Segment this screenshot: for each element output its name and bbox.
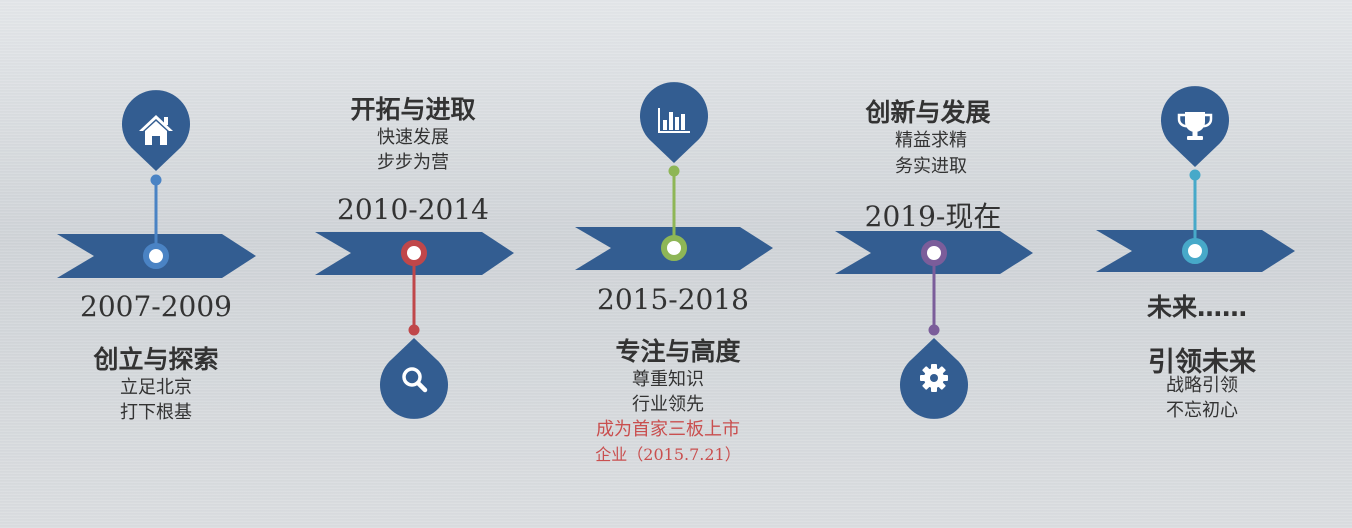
milestone-4-year: 2019-现在	[864, 200, 1002, 233]
milestone-3-line-1: 尊重知识	[632, 369, 704, 390]
milestone-1-title: 创立与探索	[93, 345, 219, 374]
milestone-3-highlight-line-2: 企业（2015.7.21）	[595, 445, 741, 464]
milestone-1-year: 2007-2009	[80, 290, 232, 323]
milestone-1-line-1: 立足北京	[120, 377, 192, 398]
search-icon	[402, 367, 428, 393]
milestone-3	[575, 82, 773, 270]
milestone-4-title: 创新与发展	[865, 98, 991, 127]
milestone-5-line-2: 不忘初心	[1166, 400, 1238, 421]
home-icon	[139, 115, 173, 145]
pin-2	[380, 338, 448, 419]
milestone-5-line-1: 战略引领	[1166, 375, 1238, 396]
milestone-5-title: 引领未来	[1148, 347, 1256, 378]
milestone-4-line-1: 精益求精	[895, 130, 967, 151]
pin-3	[640, 82, 708, 163]
milestone-2	[315, 232, 514, 419]
milestone-5	[1096, 86, 1295, 272]
connector-dot-5	[1189, 169, 1201, 181]
trophy-icon	[1177, 112, 1213, 140]
milestone-4-line-2: 务实进取	[895, 156, 967, 177]
milestone-3-title: 专注与高度	[615, 337, 741, 366]
ring-4	[921, 240, 947, 266]
milestone-5-year: 未来……	[1146, 293, 1247, 322]
milestone-3-highlight-line-1: 成为首家三板上市	[596, 419, 740, 440]
milestone-2-year: 2010-2014	[337, 193, 489, 226]
connector-dot-2	[408, 324, 420, 336]
milestone-3-line-2: 行业领先	[632, 394, 704, 415]
gear-icon	[920, 364, 948, 392]
bar-chart-icon	[658, 108, 690, 133]
ring-2	[401, 240, 427, 266]
ring-1	[143, 243, 169, 269]
ring-5	[1182, 238, 1208, 264]
connector-dot-1	[150, 174, 162, 186]
connector-dot-4	[928, 324, 940, 336]
milestone-3-year: 2015-2018	[597, 283, 749, 316]
connector-dot-3	[668, 165, 680, 177]
milestone-1-line-2: 打下根基	[120, 402, 192, 423]
milestone-4	[835, 231, 1033, 419]
ring-3	[661, 235, 687, 261]
milestone-2-line-2: 步步为营	[377, 152, 449, 173]
milestone-2-title: 开拓与进取	[350, 95, 476, 124]
milestone-2-line-1: 快速发展	[377, 127, 449, 148]
milestone-1	[57, 90, 256, 278]
